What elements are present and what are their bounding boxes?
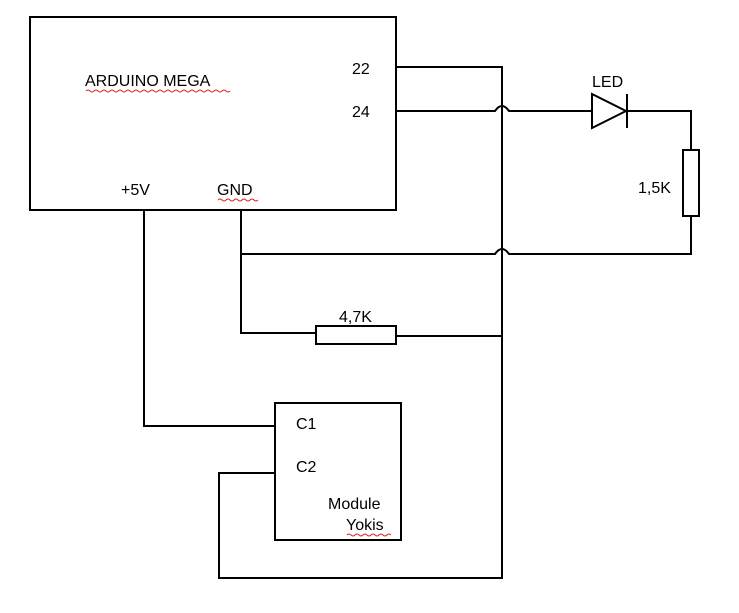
module-name-line1: Module	[328, 496, 381, 513]
module-name-line2: Yokis	[346, 517, 384, 534]
arduino-title: ARDUINO MEGA	[85, 73, 211, 90]
wire-led-to-resistor	[627, 110, 692, 150]
arduino-title-squiggle	[85, 89, 231, 93]
wire-5v-to-c1	[143, 210, 275, 427]
resistor-4-7k-label: 4,7K	[339, 309, 372, 326]
led-diode	[591, 92, 629, 130]
pin-5v-label: +5V	[121, 182, 150, 199]
resistor-1-5k-label: 1,5K	[638, 180, 671, 197]
module-name-squiggle	[346, 533, 392, 537]
pin-24-label: 24	[352, 104, 370, 121]
module-pin-c2-label: C2	[296, 459, 317, 476]
resistor-4-7k	[315, 325, 397, 345]
led-label: LED	[592, 74, 623, 91]
wire-pin22	[218, 66, 503, 579]
module-yokis-box	[274, 402, 402, 541]
resistor-1-5k	[682, 149, 700, 217]
arduino-mega-box	[29, 16, 397, 211]
wire-gnd-vertical	[240, 210, 316, 334]
wire-pin24-to-led	[396, 105, 592, 112]
gnd-label-squiggle	[217, 198, 259, 202]
module-pin-c1-label: C1	[296, 416, 317, 433]
wire-resistor-to-gnd	[241, 216, 692, 255]
pin-22-label: 22	[352, 61, 370, 78]
pin-gnd-label: GND	[217, 182, 253, 199]
